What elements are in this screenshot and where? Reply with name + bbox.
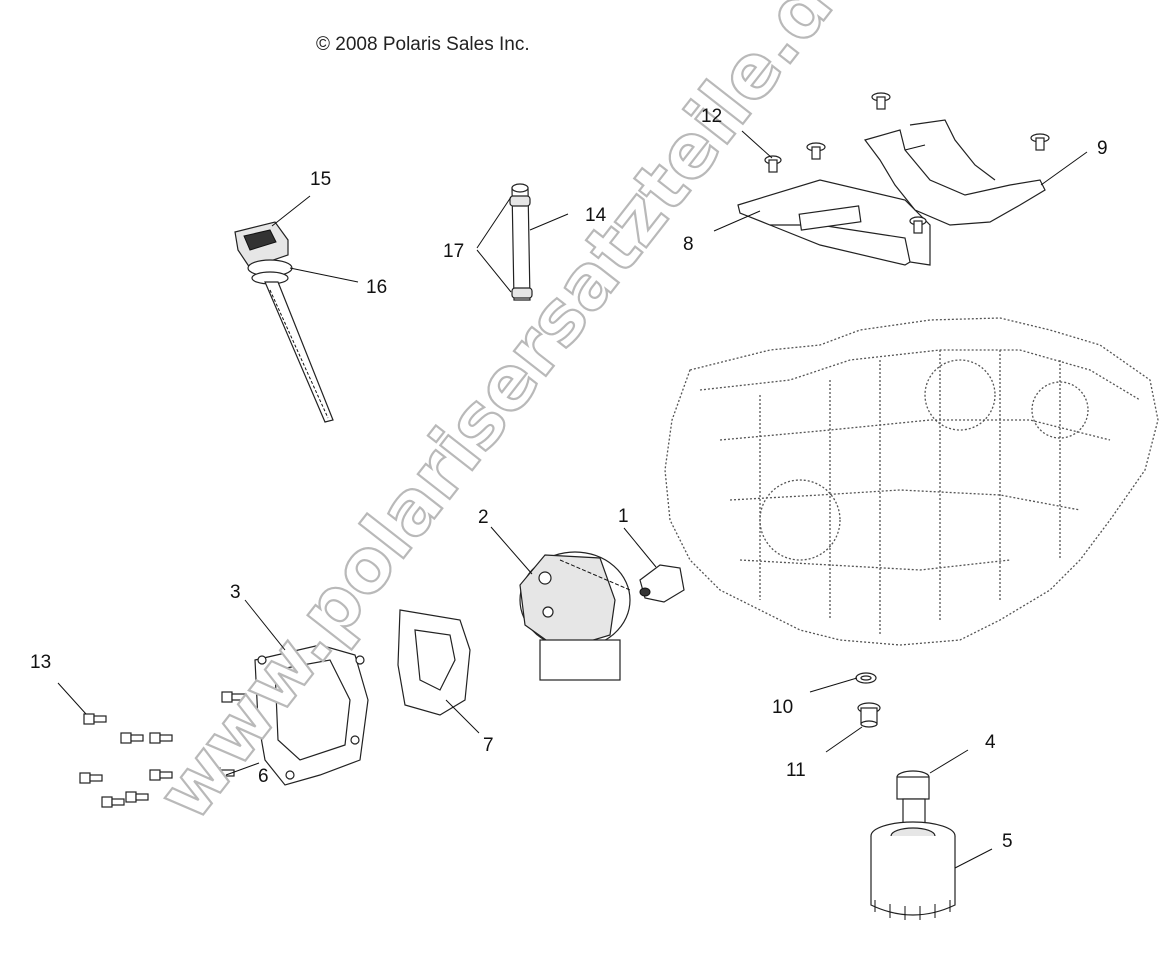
baffle-cover [863, 119, 1046, 226]
drain-washer [855, 672, 877, 684]
screws-12 [764, 92, 1050, 234]
crankcase [664, 317, 1159, 646]
oil-filter [870, 821, 956, 920]
callout-16: 16 [366, 277, 387, 298]
watermark-text: www.polarisersatzteile.de [141, 0, 880, 836]
pump-cover [254, 644, 369, 786]
oil-pump [519, 551, 631, 681]
pump-gasket [397, 609, 471, 716]
oil-dipstick [234, 221, 334, 423]
baffle-bracket [737, 179, 931, 266]
callout-14: 14 [585, 205, 607, 226]
callout-11: 11 [786, 760, 806, 781]
oil-tube [509, 183, 533, 301]
callout-9: 9 [1097, 138, 1108, 159]
callout-labels: 1 2 3 4 5 6 7 8 9 10 11 12 13 14 15 16 1… [30, 106, 1108, 852]
callout-1: 1 [618, 506, 629, 527]
callout-6: 6 [258, 766, 269, 787]
callout-10: 10 [772, 697, 793, 718]
callout-3: 3 [230, 582, 241, 603]
oil-pump-fitting [639, 564, 685, 603]
callout-7: 7 [483, 735, 494, 756]
callout-12: 12 [701, 106, 722, 127]
callout-8: 8 [683, 234, 694, 255]
callout-4: 4 [985, 732, 996, 753]
callout-5: 5 [1002, 831, 1013, 852]
callout-17: 17 [443, 241, 464, 262]
bolts-6-13 [79, 691, 247, 808]
callout-2: 2 [478, 507, 489, 528]
copyright-notice: © 2008 Polaris Sales Inc. [316, 34, 530, 55]
drain-plug [857, 702, 881, 728]
callout-13: 13 [30, 652, 51, 673]
callout-15: 15 [310, 169, 331, 190]
leader-lines [57, 130, 1088, 869]
